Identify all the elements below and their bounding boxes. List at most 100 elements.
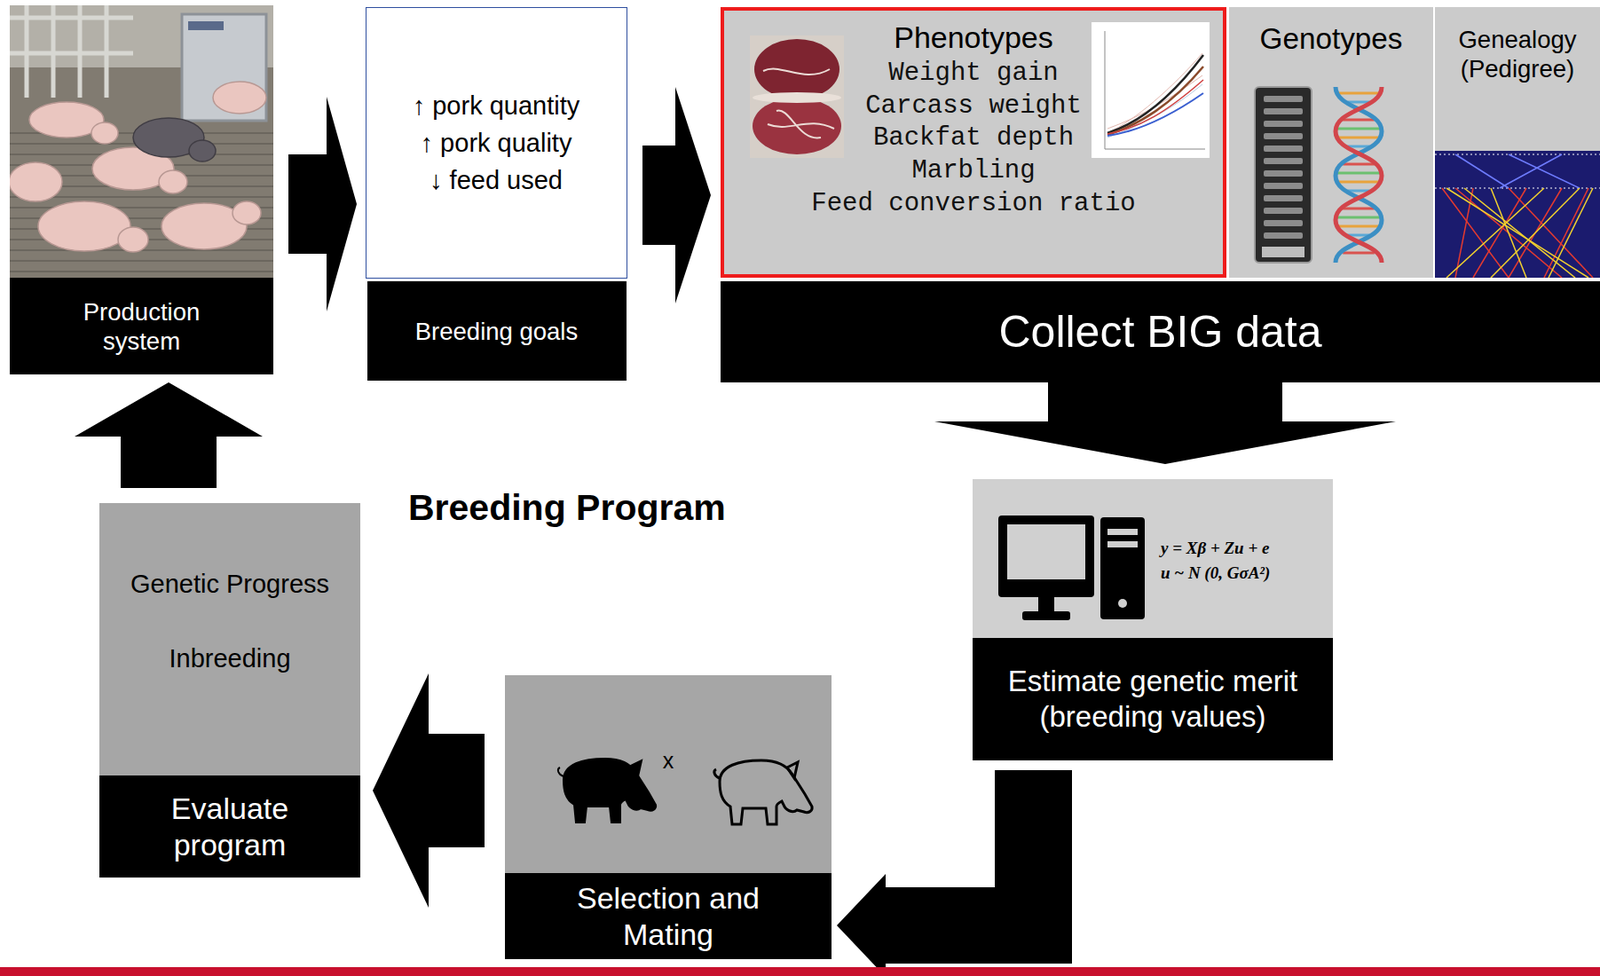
pedigree-graph <box>1455 188 1474 278</box>
heading: Genealogy (Pedigree) <box>1438 24 1597 84</box>
pen-fence <box>9 51 134 56</box>
dna-helix <box>1338 181 1380 184</box>
meat-photo <box>749 35 844 158</box>
band-label: Breeding goals <box>381 316 613 347</box>
pedigree-graph <box>1455 188 1562 278</box>
dna-helix <box>1342 163 1375 166</box>
band-label: Production system <box>57 297 227 356</box>
pedigree-graph <box>1464 188 1576 278</box>
panel-ground <box>504 675 832 874</box>
heading: Genotypes <box>1232 21 1430 57</box>
pedigree-graph <box>1446 188 1593 278</box>
black-band <box>9 277 274 375</box>
stage-box: Breeding goals ↑ pork quantity ↑ pork qual… <box>365 7 628 381</box>
barn-photo <box>9 5 274 278</box>
dna-helix <box>1342 252 1375 255</box>
stage-box: Production system <box>9 5 274 375</box>
computer-icon <box>1107 541 1138 548</box>
growth-chart <box>1107 79 1204 134</box>
dna-helix <box>1335 86 1382 263</box>
panel-ground <box>99 7 1600 874</box>
trait-text: Feed conversion ratio <box>778 189 1169 221</box>
pedigree-graph <box>1446 188 1589 278</box>
growth-chart <box>1091 22 1210 158</box>
dna-helix <box>1336 127 1382 131</box>
pig-icon <box>558 758 812 825</box>
meat-photo <box>749 35 844 158</box>
floor-slats <box>9 133 274 272</box>
panel-ground <box>972 479 1333 639</box>
data-box: Genotypes <box>1229 7 1434 278</box>
pedigree-graph <box>1442 188 1593 278</box>
pigs <box>189 140 216 162</box>
pedigree-graph <box>1490 188 1580 278</box>
data-box: Genealogy (Pedigree) <box>1434 7 1600 278</box>
black-band <box>720 281 1600 383</box>
block-arrow <box>372 673 485 908</box>
panel-ground <box>1433 7 1435 278</box>
block-arrow <box>288 96 357 312</box>
snp-chip <box>1261 246 1305 258</box>
snp-chip <box>1263 145 1303 152</box>
meat-photo <box>752 92 842 103</box>
stage-box: Genetic ProgressInbreedingEvaluate progr… <box>99 503 361 878</box>
panel-ground <box>720 7 1600 278</box>
pedigree-graph <box>1434 188 1600 190</box>
snp-chip <box>1263 133 1303 140</box>
black-band <box>99 775 361 878</box>
pigs <box>9 162 63 202</box>
computer-icon <box>1118 599 1128 608</box>
pedigree-graph <box>1508 154 1580 189</box>
node-text: ↑ pork quality <box>371 127 621 159</box>
dna-helix <box>1335 86 1382 263</box>
dna-helix <box>1338 92 1380 95</box>
panel-ground <box>99 503 361 776</box>
snp-chip <box>1263 108 1303 115</box>
computer-icon <box>1022 611 1071 621</box>
pigs <box>232 201 261 225</box>
pedigree-graph <box>1446 188 1545 278</box>
snp-chip <box>1263 207 1303 214</box>
pedigree-graph <box>1455 154 1509 189</box>
growth-chart <box>1107 93 1204 136</box>
band-label: Selection and Mating <box>548 880 789 954</box>
dna-helix <box>1342 118 1375 122</box>
meat-photo <box>763 69 835 139</box>
computer-icon <box>1038 597 1055 612</box>
block-arrow <box>836 770 1072 976</box>
band-label: Evaluate program <box>136 790 324 864</box>
formula: y = Xβ + Zu + e <box>1160 538 1330 560</box>
feeder <box>181 14 267 121</box>
black-band <box>9 277 1600 960</box>
dna-helix <box>1342 207 1375 211</box>
dna-helix <box>1336 216 1382 220</box>
pedigree-graph <box>1455 154 1580 189</box>
pedigree-graph <box>1434 154 1600 156</box>
snp-chip <box>1263 157 1303 165</box>
snp-chip <box>1263 170 1303 177</box>
dna-helix <box>1338 225 1380 229</box>
formula: u ~ N (0, GσA²) <box>1160 563 1330 584</box>
pigs <box>158 170 188 194</box>
goal-box: ↑ pork quantity↑ pork quality↓ feed used <box>365 7 628 279</box>
pig-icon <box>558 758 656 823</box>
snp-chip <box>1263 195 1303 202</box>
pedigree-graph <box>1442 188 1509 278</box>
pedigree-graph <box>1499 154 1562 189</box>
feeder <box>181 14 267 121</box>
black-band <box>972 638 1333 761</box>
pigs <box>118 227 149 253</box>
diagram-title: Breeding Program <box>408 486 726 530</box>
pedigree-graph <box>1434 150 1600 278</box>
computer-icon <box>1007 524 1086 580</box>
band-label: Estimate genetic merit (breeding values) <box>984 663 1322 734</box>
dna-helix <box>1336 172 1382 175</box>
phenotype-box: PhenotypesWeight gainCarcass weightBackf… <box>720 7 1227 278</box>
floor-slats <box>9 260 274 262</box>
stage-box: xSelection and Mating <box>504 675 832 960</box>
pen-fence <box>9 15 134 21</box>
feeder <box>188 21 224 31</box>
node-text: ↑ pork quantity <box>371 90 621 122</box>
pen-fence <box>9 5 134 98</box>
